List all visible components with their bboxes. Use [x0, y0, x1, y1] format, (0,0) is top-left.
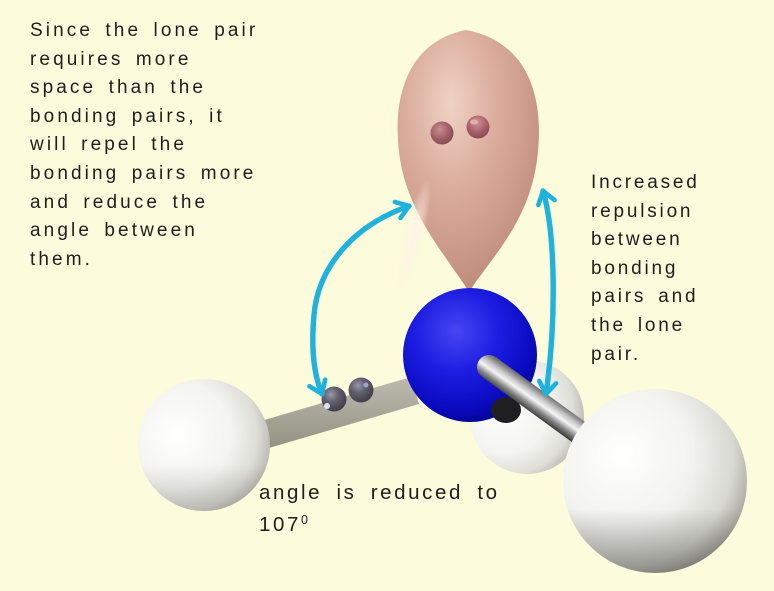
note-line: Increased: [591, 172, 700, 193]
note-line: them.: [30, 248, 94, 270]
lone-pair-explanation-note: Since the lone pair requires more space …: [30, 17, 258, 274]
hydrogen-atom-left-shade: [138, 379, 270, 511]
note-line: and reduce the: [30, 191, 209, 213]
note-line: bonding pairs, it: [30, 105, 225, 127]
hydrogen-atom-right-shade: [563, 389, 747, 573]
electron-specular-highlight: [363, 382, 369, 388]
note-line: angle between: [30, 220, 198, 242]
lone-pair-electron: [466, 115, 490, 139]
repulsion-arrow-left: [307, 199, 412, 397]
lone-pair-electron: [430, 121, 454, 145]
angle-value: 1070: [259, 507, 500, 539]
note-line: requires more: [30, 48, 192, 70]
lone-pair-lobe: [397, 30, 539, 292]
note-line: pair.: [591, 343, 641, 365]
note-line: repulsion: [591, 200, 694, 222]
angle-degree-superscript: 0: [301, 512, 308, 527]
note-line: the lone: [591, 314, 686, 336]
bonding-electron: [348, 377, 374, 403]
electron-specular-highlight: [470, 119, 478, 125]
angle-caption-line: angle is reduced to: [259, 481, 500, 504]
angle-number: 107: [259, 512, 302, 536]
bond-front-stub: [491, 397, 521, 423]
electron-specular-highlight: [324, 403, 330, 409]
note-line: bonding pairs more: [30, 162, 257, 184]
note-line: between: [591, 229, 683, 251]
note-line: will repel the: [30, 134, 188, 156]
note-line: space than the: [30, 77, 207, 99]
repulsion-arrow-right: [535, 188, 559, 397]
angle-caption: angle is reduced to 1070: [259, 479, 500, 538]
note-line: pairs and: [591, 286, 699, 308]
note-line: bonding: [591, 257, 679, 279]
increased-repulsion-note: Increased repulsion between bonding pair…: [591, 169, 700, 369]
note-line: Since the lone pair: [30, 20, 259, 41]
